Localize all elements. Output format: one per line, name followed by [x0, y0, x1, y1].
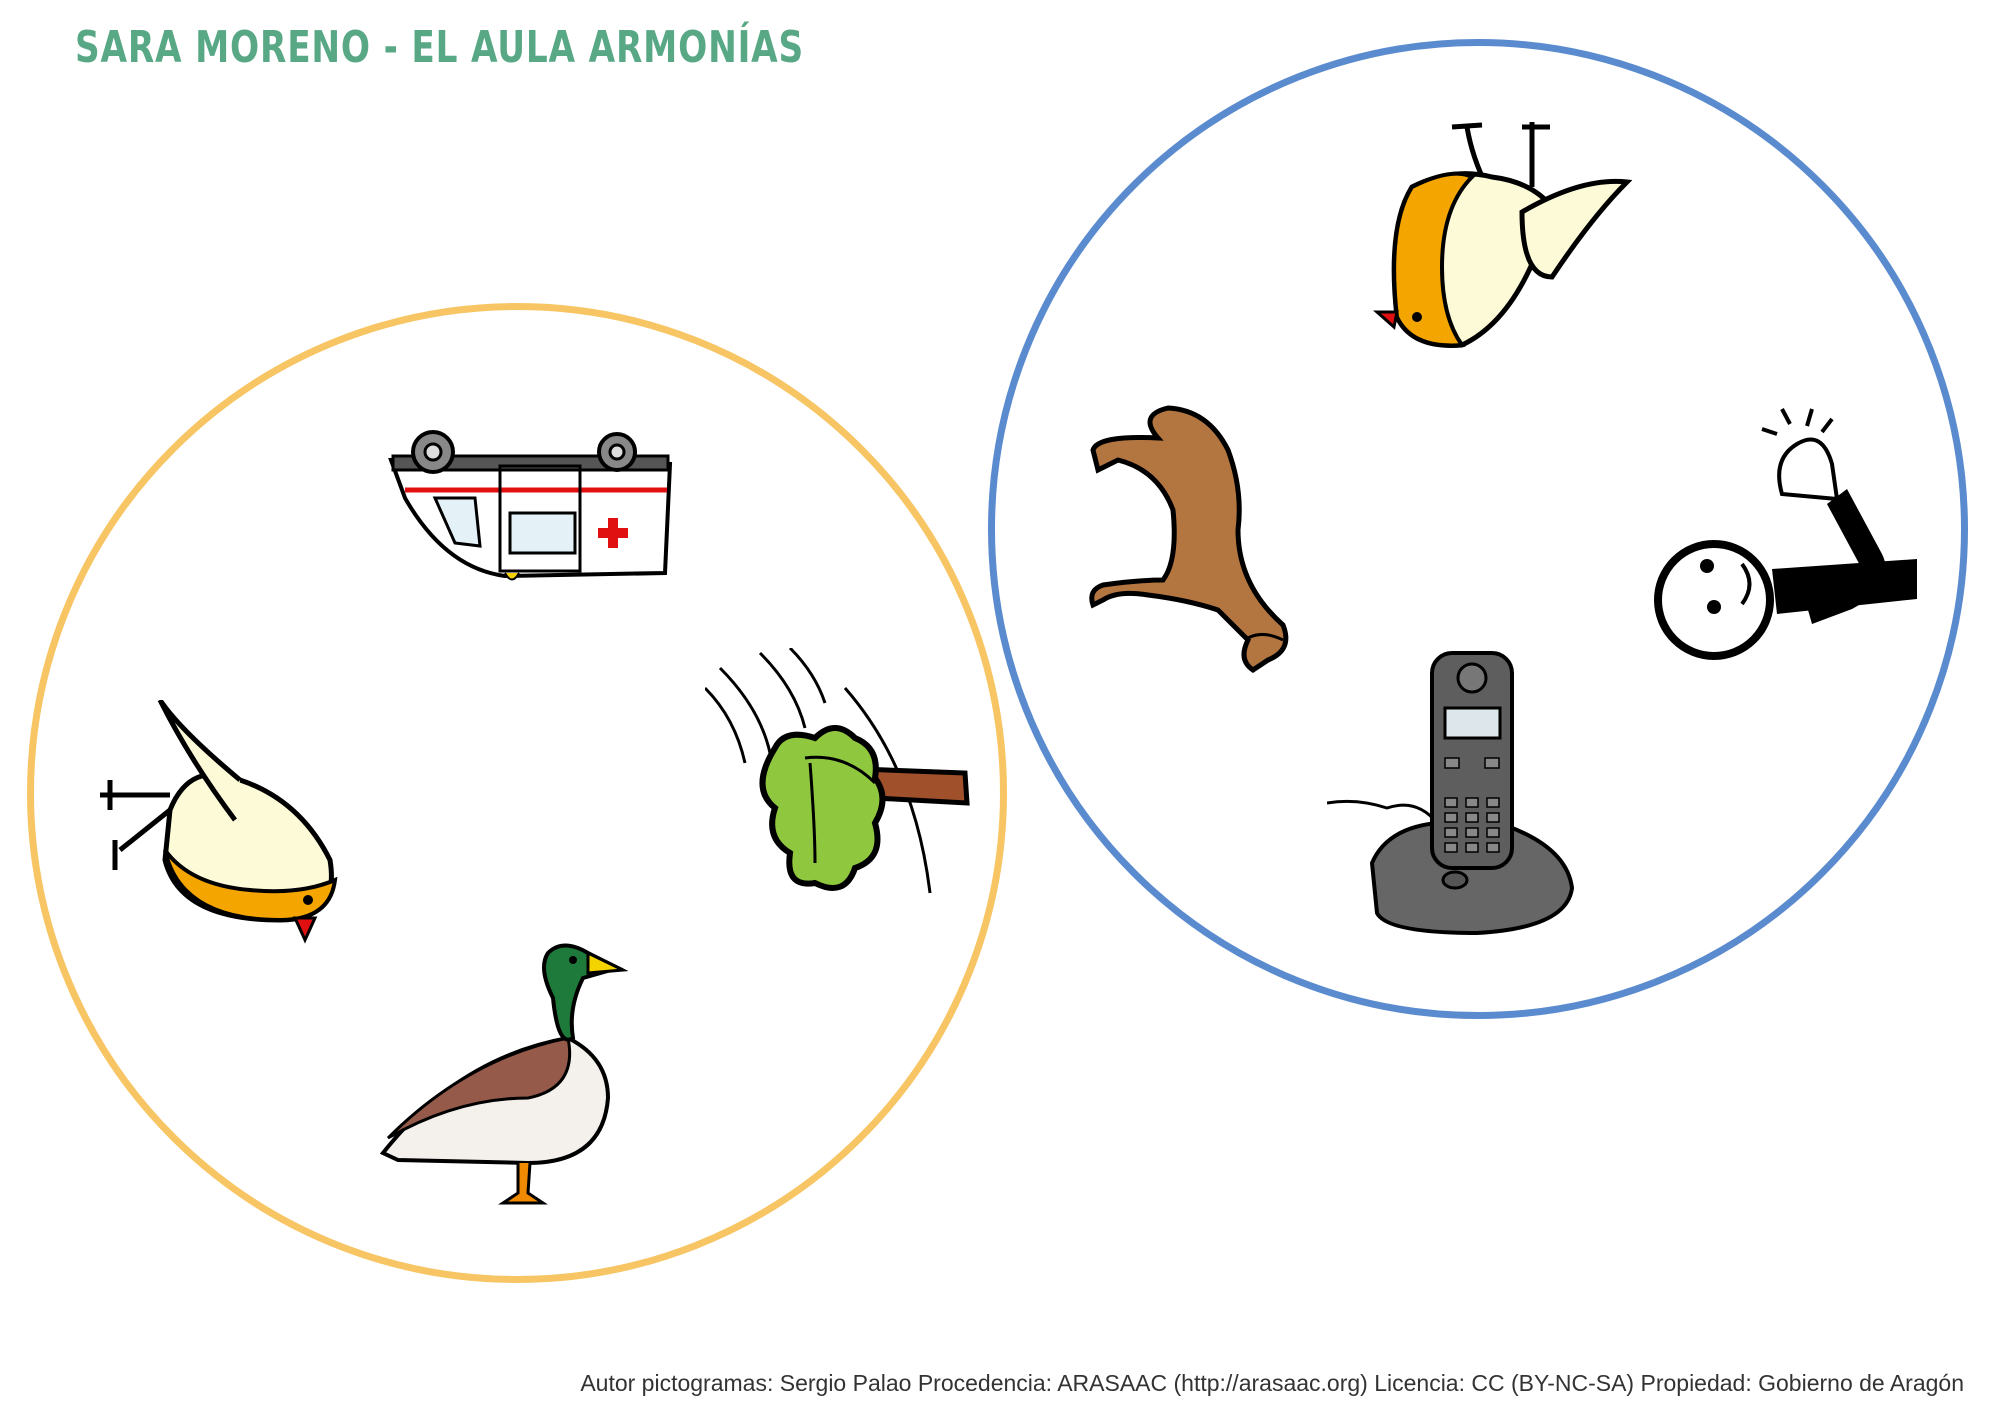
bird-falling-icon [100, 700, 338, 944]
ambulance-icon [388, 430, 673, 581]
credits-footer: Autor pictogramas: Sergio Palao Proceden… [580, 1370, 1964, 1396]
duck-icon [379, 943, 628, 1205]
tree-falling-icon [705, 648, 970, 894]
cordless-phone-icon [1327, 651, 1575, 936]
page-title: SARA MORENO - EL AULA ARMONÍAS [75, 22, 804, 73]
blue-group-circle [988, 39, 1968, 1019]
bird-upside-down-icon [1373, 122, 1632, 348]
dog-icon [1089, 405, 1289, 674]
orange-group-circle [27, 303, 1007, 1283]
person-clapping-icon [1654, 408, 1917, 660]
